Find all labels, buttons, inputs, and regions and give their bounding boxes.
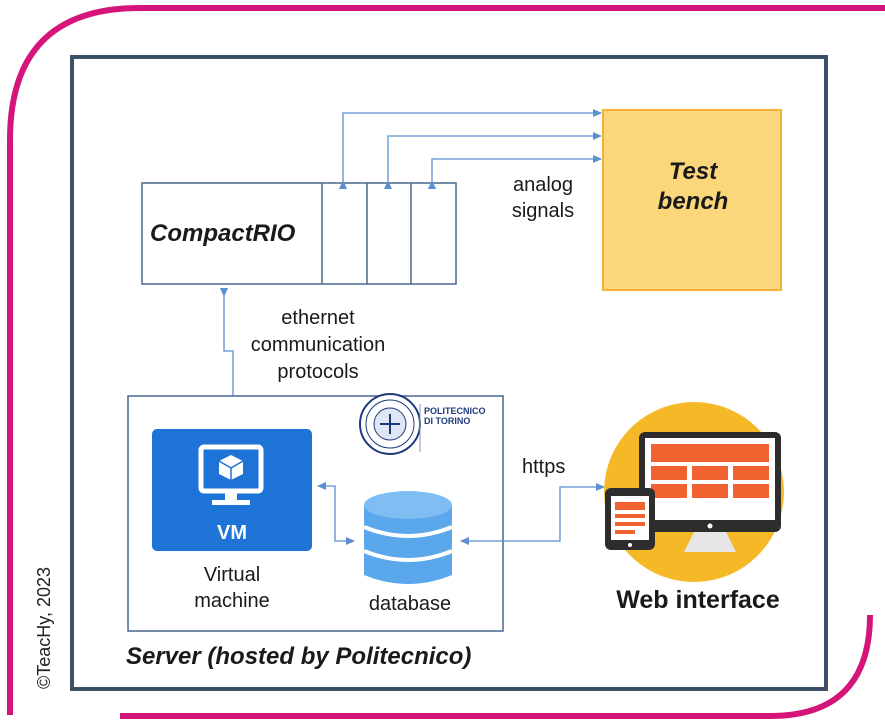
database-icon — [363, 491, 453, 584]
politecnico-seal-icon — [359, 393, 421, 455]
vm-badge-text: VM — [217, 522, 247, 544]
compactrio-box — [141, 182, 457, 285]
vm-database-connection — [317, 482, 355, 545]
https-connection — [460, 483, 605, 545]
copyright-text: ©TeacHy, 2023 — [34, 567, 54, 689]
decorative-frame — [7, 5, 885, 715]
ethernet-connection — [220, 288, 237, 414]
analog-connection-2 — [384, 132, 602, 189]
database-caption: database — [368, 593, 452, 615]
web-interface-label: Web interface — [616, 586, 780, 614]
analog-connection-3 — [428, 155, 602, 189]
web-interface-icon — [604, 402, 784, 582]
ethernet-label: ethernet communication protocols — [250, 307, 386, 383]
decorative-frame-bottom — [120, 614, 873, 719]
test-bench-label: Test bench — [657, 158, 729, 215]
server-label: Server (hosted by Politecnico) — [126, 643, 472, 670]
analog-signals-label: analog signals — [511, 174, 575, 222]
monitor-icon — [198, 444, 264, 505]
test-bench-box — [602, 109, 782, 291]
https-label: https — [522, 456, 566, 478]
vm-caption: Virtual machine — [194, 564, 270, 612]
compactrio-label: CompactRIO — [150, 220, 296, 247]
analog-connection-1 — [339, 109, 602, 189]
politecnico-logo-text: POLITECNICO DI TORINO — [424, 406, 486, 426]
